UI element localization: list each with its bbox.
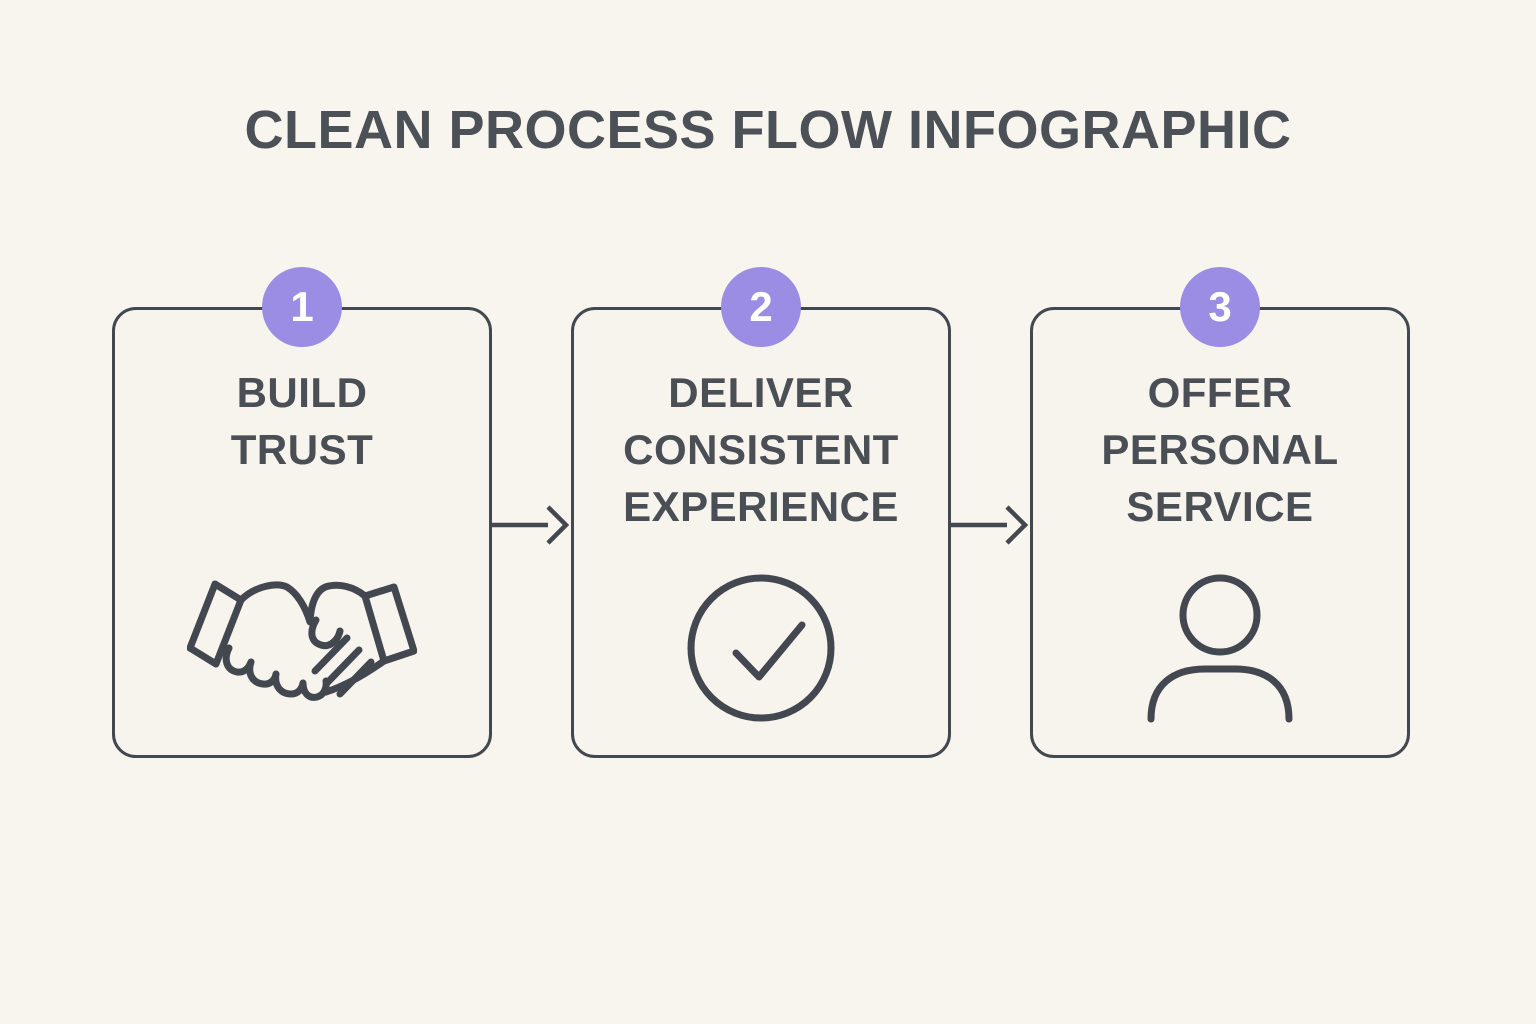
step-card-build-trust: 1 BUILD TRUST: [112, 267, 492, 758]
step-title-line: EXPERIENCE: [623, 483, 899, 530]
flow-arrow-right-icon: [492, 501, 570, 554]
step-title-line: DELIVER: [668, 369, 854, 416]
step-card-deliver-consistent-experience: 2 DELIVER CONSISTENT EXPERIENCE: [571, 267, 951, 758]
check-circle-icon: [686, 573, 836, 728]
step-title: BUILD TRUST: [115, 364, 489, 478]
step-number: 1: [290, 283, 314, 330]
flow-arrow-right-icon: [951, 501, 1029, 554]
step-number-badge: 1: [262, 267, 342, 347]
person-icon: [1145, 573, 1295, 728]
step-title-line: PERSONAL: [1101, 426, 1339, 473]
page-title: CLEAN PROCESS FLOW INFOGRAPHIC: [244, 100, 1292, 160]
step-number-badge: 3: [1180, 267, 1260, 347]
step-title-line: SERVICE: [1126, 483, 1314, 530]
step-title-line: CONSISTENT: [623, 426, 899, 473]
step-number-badge: 2: [721, 267, 801, 347]
step-card-offer-personal-service: 3 OFFER PERSONAL SERVICE: [1030, 267, 1410, 758]
step-title-line: TRUST: [230, 426, 374, 473]
step-title-line: BUILD: [236, 369, 368, 416]
step-title: OFFER PERSONAL SERVICE: [1033, 364, 1407, 535]
step-number: 2: [749, 283, 773, 330]
handshake-icon: [186, 580, 418, 725]
step-title: DELIVER CONSISTENT EXPERIENCE: [574, 364, 948, 535]
step-number: 3: [1208, 283, 1232, 330]
step-title-line: OFFER: [1147, 369, 1293, 416]
